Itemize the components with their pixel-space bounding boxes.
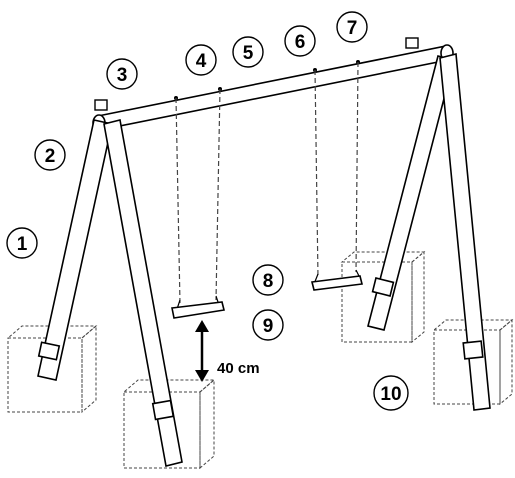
- callout-8: 8: [252, 264, 284, 296]
- callout-6: 6: [284, 25, 316, 57]
- callout-1: 1: [6, 227, 38, 259]
- left-front-leg: [37, 119, 113, 381]
- callout-10-label: 10: [380, 384, 401, 405]
- callout-2: 2: [34, 139, 66, 171]
- callout-1-label: 1: [17, 234, 28, 255]
- clearance-arrow: [195, 320, 209, 382]
- right-front-leg: [439, 52, 491, 411]
- callout-2-label: 2: [45, 146, 56, 167]
- callout-7-label: 7: [347, 18, 358, 39]
- callout-8-label: 8: [263, 271, 274, 292]
- left-swing-seat: [171, 301, 225, 319]
- callout-3: 3: [106, 58, 138, 90]
- right-swing: [311, 61, 363, 291]
- clearance-label: 40 cm: [217, 360, 260, 377]
- top-crossbeam: [92, 44, 454, 132]
- beam-bracket-right: [405, 37, 419, 49]
- callout-5: 5: [232, 36, 264, 68]
- callout-4-label: 4: [196, 51, 207, 72]
- callout-3-label: 3: [117, 65, 128, 86]
- left-back-leg: [103, 119, 183, 467]
- left-swing: [171, 88, 225, 319]
- callout-6-label: 6: [295, 32, 306, 53]
- foundation-block-front-left: [6, 324, 98, 414]
- callout-7: 7: [336, 11, 368, 43]
- callout-9-label: 9: [263, 316, 274, 337]
- right-swing-seat: [311, 275, 363, 291]
- callout-5-label: 5: [243, 43, 254, 64]
- callout-4: 4: [185, 44, 217, 76]
- beam-bracket-left: [94, 99, 108, 111]
- callout-10: 10: [373, 375, 409, 411]
- right-back-leg: [367, 55, 455, 331]
- callout-9: 9: [252, 309, 284, 341]
